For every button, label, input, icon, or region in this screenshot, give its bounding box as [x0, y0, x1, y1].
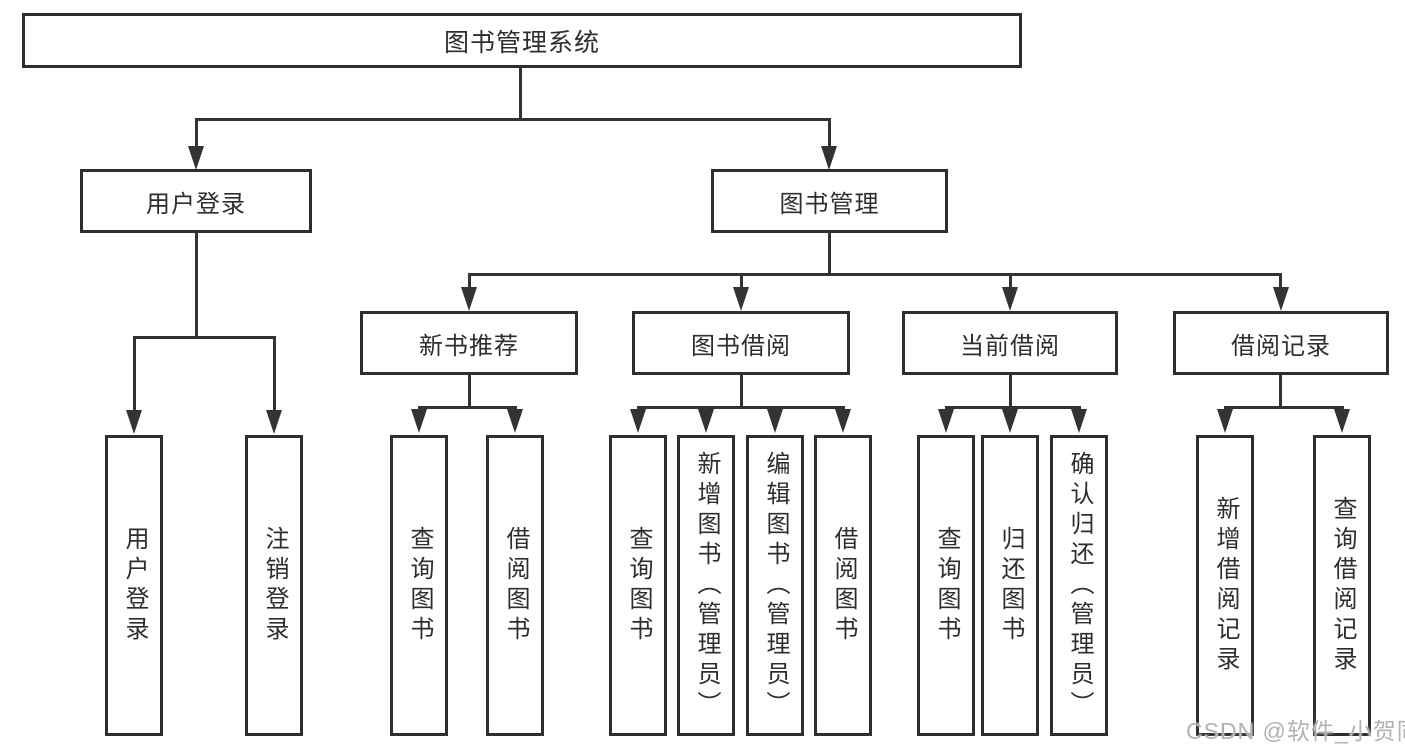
arrow-down-icon — [938, 409, 954, 433]
node-current-borrowing: 当前借阅 — [902, 311, 1118, 375]
connector-line — [1279, 275, 1282, 289]
leaf-return-books: 归还图书 — [981, 435, 1039, 736]
node-book-management: 图书管理 — [711, 169, 948, 233]
connector-line — [828, 232, 831, 273]
leaf-add-books-admin: 新增图书（管理员） — [677, 435, 735, 736]
csdn-watermark: CSDN @软件_小贺同学 — [1186, 718, 1405, 744]
arrow-down-icon — [835, 409, 851, 433]
arrow-down-icon — [1217, 409, 1233, 433]
connector-line — [1224, 406, 1344, 409]
arrow-down-icon — [1002, 287, 1018, 311]
connector-line — [945, 406, 1081, 409]
arrow-down-icon — [266, 410, 282, 434]
connector-line — [133, 338, 136, 412]
node-borrowing-records: 借阅记录 — [1173, 311, 1389, 375]
arrow-down-icon — [126, 410, 142, 434]
connector-line — [1009, 275, 1012, 289]
leaf-edit-books-admin: 编辑图书（管理员） — [746, 435, 804, 736]
connector-line — [740, 275, 743, 289]
arrow-down-icon — [698, 409, 714, 433]
arrow-down-icon — [1002, 409, 1018, 433]
connector-line — [195, 232, 198, 336]
connector-line — [828, 120, 831, 148]
arrow-down-icon — [1071, 409, 1087, 433]
arrow-down-icon — [821, 146, 837, 170]
connector-line — [740, 374, 743, 407]
arrow-down-icon — [733, 287, 749, 311]
connector-line — [468, 275, 471, 289]
arrow-down-icon — [461, 287, 477, 311]
connector-line — [519, 67, 522, 118]
arrow-down-icon — [411, 409, 427, 433]
connector-line — [468, 374, 471, 407]
arrow-down-icon — [630, 409, 646, 433]
leaf-query-books-recommend: 查询图书 — [390, 435, 448, 736]
leaf-query-books-borrowing: 查询图书 — [609, 435, 667, 736]
connector-line — [1279, 374, 1282, 407]
leaf-borrow-books: 借阅图书 — [814, 435, 872, 736]
connector-line — [468, 273, 1282, 276]
arrow-down-icon — [767, 409, 783, 433]
leaf-add-borrow-record: 新增借阅记录 — [1196, 435, 1254, 736]
connector-line — [273, 338, 276, 412]
leaf-query-books-current: 查询图书 — [917, 435, 975, 736]
connector-line — [195, 118, 831, 121]
arrow-down-icon — [188, 146, 204, 170]
arrow-down-icon — [1273, 287, 1289, 311]
leaf-logout: 注销登录 — [245, 435, 303, 736]
connector-line — [133, 336, 276, 339]
connector-line — [418, 406, 517, 409]
arrow-down-icon — [1334, 409, 1350, 433]
connector-line — [1009, 374, 1012, 407]
leaf-borrow-books-recommend: 借阅图书 — [486, 435, 544, 736]
node-new-book-recommend: 新书推荐 — [360, 311, 578, 375]
arrow-down-icon — [507, 409, 523, 433]
node-user-login: 用户登录 — [80, 169, 312, 233]
leaf-confirm-return-admin: 确认归还（管理员） — [1050, 435, 1108, 736]
connector-line — [637, 406, 845, 409]
node-book-borrowing: 图书借阅 — [632, 311, 850, 375]
node-library-management-system: 图书管理系统 — [22, 13, 1022, 68]
leaf-user-login: 用户登录 — [105, 435, 163, 736]
connector-line — [195, 120, 198, 148]
leaf-query-borrow-record: 查询借阅记录 — [1313, 435, 1371, 736]
